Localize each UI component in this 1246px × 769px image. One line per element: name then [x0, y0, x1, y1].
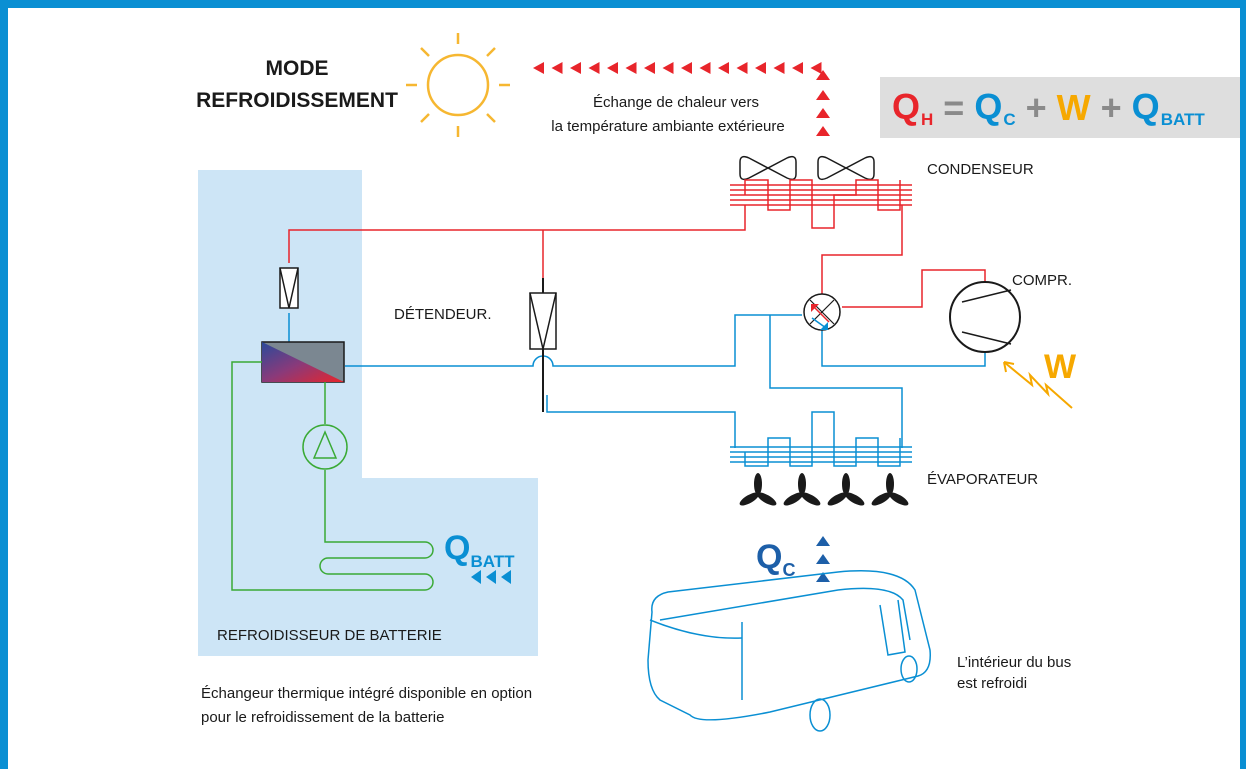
- option-note-line1: Échangeur thermique intégré disponible e…: [201, 685, 532, 702]
- heat-rejection-arrows: [533, 62, 830, 136]
- evaporator-label: ÉVAPORATEUR: [927, 471, 1038, 488]
- propeller-icon: [827, 473, 865, 506]
- w-term: W: [1056, 86, 1091, 128]
- battery-heat-arrows: [471, 570, 511, 584]
- propeller-icon: [871, 473, 909, 506]
- plus-sign: +: [1100, 86, 1122, 128]
- qbatt-term: QBATT: [1131, 85, 1205, 129]
- mode-title-line1: MODE: [266, 57, 329, 80]
- heat-arrow: [607, 62, 618, 74]
- red-refrigerant-lines: [288, 205, 986, 308]
- green-coolant-loop: [231, 361, 434, 591]
- heat-exchange-line2: la température ambiante extérieure: [551, 118, 784, 135]
- qh-term: QH: [892, 85, 934, 129]
- condenser-coil: [730, 179, 912, 229]
- heat-arrow: [662, 62, 674, 74]
- heat-arrow: [681, 62, 692, 74]
- heat-arrow: [810, 62, 822, 74]
- heat-arrow: [816, 126, 830, 136]
- qbatt-symbol: QBATT: [444, 529, 515, 571]
- heat-arrow: [551, 62, 563, 74]
- condenser-label: CONDENSEUR: [927, 161, 1034, 178]
- heat-arrow: [644, 62, 655, 74]
- expansion-valve-battery: [279, 267, 299, 309]
- propeller-icon: [783, 473, 821, 506]
- equals-sign: =: [943, 86, 965, 128]
- cool-air-arrows: [816, 536, 830, 582]
- cooling-mode-diagram: MODE REFROIDISSEMENT Échange de chaleur …: [196, 33, 1077, 732]
- propeller-icon: [739, 473, 777, 506]
- heat-arrow: [736, 62, 748, 74]
- fan-icon: [739, 155, 797, 181]
- heat-exchange-line1: Échange de chaleur vers: [593, 94, 759, 111]
- w-symbol: W: [1044, 348, 1077, 386]
- battery-cooler-area: [198, 170, 538, 656]
- plus-sign: +: [1025, 86, 1047, 128]
- heat-arrow: [773, 62, 785, 74]
- battery-heat-exchanger: [261, 341, 345, 383]
- energy-balance-formula: QH = QC + W + QBATT: [880, 77, 1240, 138]
- heat-arrow: [588, 62, 600, 74]
- battery-cooler-label: REFROIDISSEUR DE BATTERIE: [217, 627, 442, 644]
- bus-note-line1: L’intérieur du bus: [957, 654, 1071, 671]
- compressor-icon: [949, 281, 1021, 353]
- bus-note-line2: est refroidi: [957, 675, 1027, 692]
- heat-arrow: [755, 62, 766, 74]
- option-note-line2: pour le refroidissement de la batterie: [201, 709, 444, 726]
- fan-icon: [817, 155, 875, 181]
- evaporator-coil: [730, 411, 912, 467]
- compressor-label: COMPR.: [1012, 272, 1072, 289]
- heat-arrow: [570, 62, 581, 74]
- heat-arrow: [816, 108, 830, 118]
- heat-arrow: [816, 70, 830, 80]
- heat-arrow: [533, 62, 544, 74]
- pump-icon: [302, 424, 348, 470]
- heat-arrow: [816, 90, 830, 100]
- heat-arrow: [718, 62, 729, 74]
- expansion-valve-main: [529, 292, 557, 350]
- blue-refrigerant-lines: [288, 313, 986, 448]
- heat-arrow: [792, 62, 803, 74]
- four-way-valve-icon: [803, 293, 841, 331]
- mode-title-line2: REFROIDISSEMENT: [196, 89, 398, 112]
- expansion-label: DÉTENDEUR.: [394, 306, 492, 323]
- qc-symbol: QC: [756, 538, 795, 580]
- heat-arrow: [699, 62, 711, 74]
- heat-arrow: [625, 62, 637, 74]
- lightning-icon: [1003, 361, 1073, 409]
- sun-icon: [406, 33, 510, 137]
- diagram-frame: MODE REFROIDISSEMENT Échange de chaleur …: [8, 8, 1240, 769]
- qc-term: QC: [974, 85, 1016, 129]
- bus-icon: [647, 570, 931, 732]
